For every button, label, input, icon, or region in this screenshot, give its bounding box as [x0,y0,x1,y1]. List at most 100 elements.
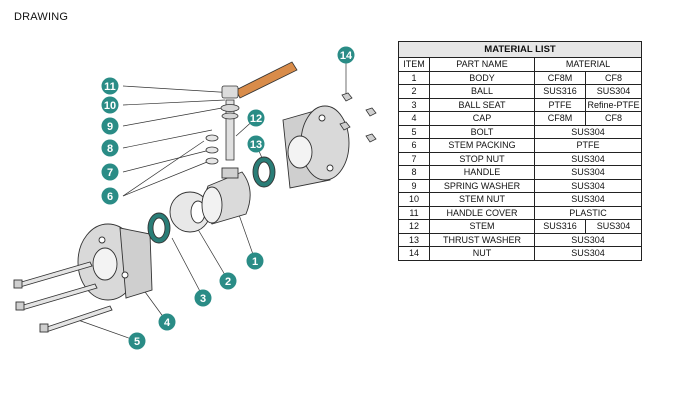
part-name-cell: STEM PACKING [429,138,535,153]
callout-number: 13 [250,139,262,151]
item-cell: 7 [398,151,430,166]
ball [169,191,211,233]
header-item: ITEM [398,57,430,72]
callout-5: 5 [128,332,146,350]
material-cell: PLASTIC [534,205,642,220]
callout-number: 8 [107,143,113,155]
part-name-cell: STEM NUT [429,192,535,207]
item-cell: 11 [398,205,430,220]
callout-4: 4 [158,313,176,331]
callout-bubble [101,77,119,95]
material-cell: PTFE [534,138,642,153]
item-cell: 10 [398,192,430,207]
material-cell-a: CF8M [534,70,586,85]
material-cell: SUS304 [534,165,642,180]
callout-13: 13 [247,135,265,153]
nuts [339,92,377,143]
material-list-caption: MATERIAL LIST [398,41,642,58]
callout-11: 11 [101,77,119,95]
callout-3: 3 [194,289,212,307]
part-name-cell: STEM [429,219,535,234]
callout-number: 1 [252,256,258,268]
part-name-cell: BODY [429,70,535,85]
callout-bubble [219,272,237,290]
item-cell: 8 [398,165,430,180]
page-title: DRAWING [14,11,69,23]
callout-12: 12 [247,109,265,127]
material-cell: SUS304 [534,178,642,193]
item-cell: 4 [398,111,430,126]
callout-number: 2 [225,276,231,288]
callout-number: 5 [134,336,140,348]
callout-number: 11 [104,81,116,93]
part-name-cell: CAP [429,111,535,126]
callout-8: 8 [101,139,119,157]
part-name-cell: NUT [429,246,535,261]
material-cell: SUS304 [534,192,642,207]
callout-number: 14 [340,50,353,62]
callout-10: 10 [101,96,119,114]
callout-bubble [247,109,265,127]
callout-1: 1 [246,252,264,270]
callout-bubble [101,163,119,181]
material-cell-a: CF8M [534,111,586,126]
material-cell-a: SUS316 [534,219,586,234]
callout-bubble [101,139,119,157]
header-material: MATERIAL [534,57,642,72]
leader-lines [77,62,347,342]
callout-bubble [194,289,212,307]
part-name-cell: THRUST WASHER [429,232,535,247]
item-cell: 2 [398,84,430,99]
callout-bubble [101,96,119,114]
callout-6: 6 [101,187,119,205]
callout-14: 14 [337,46,355,64]
item-cell: 9 [398,178,430,193]
callout-bubble [128,332,146,350]
material-cell: SUS304 [534,151,642,166]
part-name-cell: BALL SEAT [429,97,535,112]
callout-bubble [247,135,265,153]
callout-bubble [101,187,119,205]
part-name-cell: BALL [429,84,535,99]
callout-bubble [337,46,355,64]
material-cell-b: CF8 [585,70,642,85]
part-name-cell: STOP NUT [429,151,535,166]
material-cell-b: Refine-PTFE [585,97,642,112]
callout-number: 10 [104,100,116,112]
callout-number: 3 [200,293,206,305]
header-part-name: PART NAME [429,57,535,72]
part-name-cell: HANDLE COVER [429,205,535,220]
item-cell: 6 [398,138,430,153]
part-name-cell: SPRING WASHER [429,178,535,193]
bolts [13,261,113,333]
callout-number: 12 [250,113,262,125]
item-cell: 14 [398,246,430,261]
callout-number: 6 [107,191,113,203]
material-cell-b: SUS304 [585,219,642,234]
callout-bubble [101,117,119,135]
material-cell-a: SUS316 [534,84,586,99]
handle [221,61,298,99]
left-cap [77,223,153,301]
callout-bubble [246,252,264,270]
callout-2: 2 [219,272,237,290]
stem-assembly [205,99,240,165]
item-cell: 3 [398,97,430,112]
material-cell: SUS304 [534,246,642,261]
part-name-cell: HANDLE [429,165,535,180]
item-cell: 5 [398,124,430,139]
